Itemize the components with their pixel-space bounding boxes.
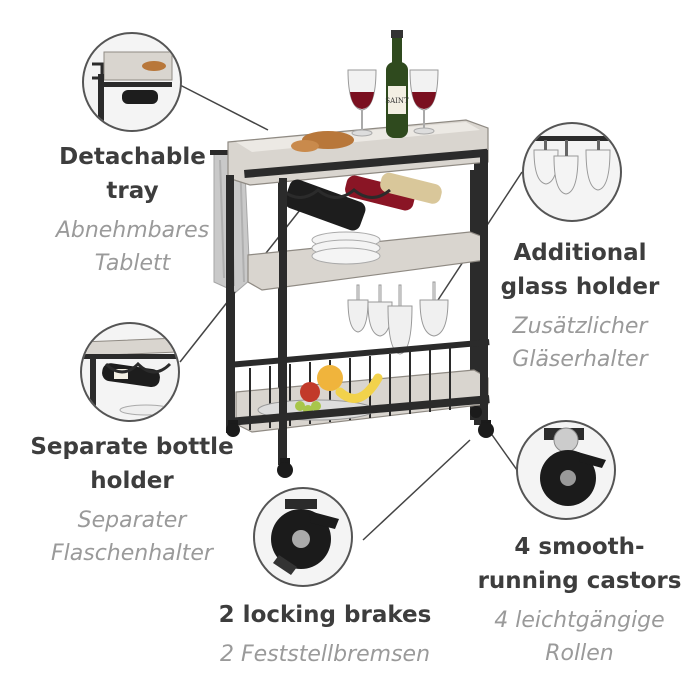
detail-circle-bottle — [80, 322, 180, 422]
leader-line-tray — [179, 84, 269, 131]
feature-castors: 4 smooth- running castors 4 leichtgängig… — [472, 530, 687, 670]
wine-label-text: SAINT — [385, 97, 409, 105]
feature-brakes-de: 2 Feststellbremsen — [219, 642, 431, 667]
feature-castors-en: 4 smooth- running castors — [477, 534, 682, 594]
feature-glass-de: Zusätzlicher Gläserhalter — [512, 314, 648, 372]
detail-circle-castor — [516, 420, 616, 520]
feature-castors-de: 4 leichtgängige Rollen — [494, 608, 665, 666]
leader-line-castors — [489, 431, 518, 471]
leader-line-brakes — [362, 439, 471, 541]
feature-glass-en: Additional glass holder — [500, 240, 660, 300]
feature-tray: Detachable tray Abnehmbares Tablett — [40, 140, 225, 280]
detail-circle-brake — [253, 487, 353, 587]
feature-tray-en: Detachable tray — [59, 144, 206, 204]
castor-wheels — [226, 406, 494, 478]
feature-glass: Additional glass holder Zusätzlicher Glä… — [485, 236, 675, 376]
feature-bottle-de: Separater Flaschenhalter — [51, 508, 213, 566]
glass-holder — [347, 281, 449, 355]
bottle-holder — [281, 172, 442, 231]
detail-circle-tray — [82, 32, 182, 132]
feature-brakes: 2 locking brakes 2 Feststellbremsen — [210, 598, 440, 671]
detail-circle-glass — [522, 122, 622, 222]
feature-bottle-en: Separate bottle holder — [30, 434, 234, 494]
feature-bottle: Separate bottle holder Separater Flasche… — [28, 430, 236, 570]
feature-brakes-en: 2 locking brakes — [218, 602, 432, 628]
feature-tray-de: Abnehmbares Tablett — [55, 218, 210, 276]
